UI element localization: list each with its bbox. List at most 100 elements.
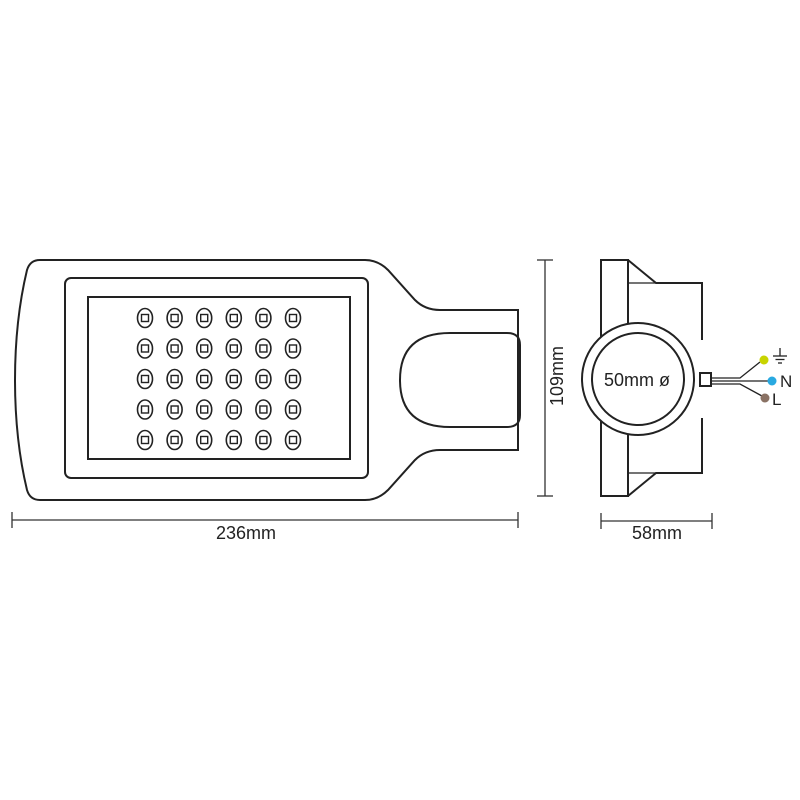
led-chip: [229, 344, 239, 353]
led-chip: [288, 374, 298, 384]
housing-outline: [13, 259, 519, 501]
led-chip: [288, 405, 298, 414]
led: [166, 368, 183, 390]
led: [136, 338, 154, 359]
led: [166, 307, 183, 329]
live-wire-dot: [760, 393, 770, 403]
led-lens: [195, 399, 213, 420]
led-chip: [288, 313, 298, 323]
arm-knuckle: [398, 332, 521, 428]
led: [195, 338, 213, 359]
led: [255, 429, 272, 451]
led: [225, 368, 243, 390]
led-lens: [195, 368, 213, 390]
led: [225, 307, 243, 329]
led-chip: [199, 435, 209, 445]
mount-label: 50mm ø: [604, 370, 670, 390]
led-lens: [225, 399, 243, 420]
earth-symbol-icon: [773, 348, 787, 364]
led: [136, 307, 154, 329]
led-lens: [136, 307, 154, 329]
led-lens: [225, 338, 243, 359]
led-lens: [166, 307, 183, 329]
neutral-label: N: [780, 372, 792, 391]
led: [255, 307, 272, 329]
lens-frame: [64, 277, 369, 479]
led-chip: [199, 313, 209, 323]
depth-label: 58mm: [632, 523, 682, 543]
led-chip: [140, 313, 150, 323]
front-view: [13, 259, 521, 501]
led-lens: [136, 338, 154, 359]
cable-gland: [699, 372, 712, 387]
led: [136, 368, 154, 390]
led-lens: [166, 399, 183, 420]
led: [225, 429, 243, 451]
led-lens: [284, 429, 302, 451]
led: [284, 338, 302, 359]
led-lens: [195, 429, 213, 451]
led-chip: [229, 405, 239, 414]
led: [284, 399, 302, 420]
side-upper-body: [627, 259, 703, 340]
led-lens: [136, 399, 154, 420]
wire-bundle: [711, 361, 768, 397]
led-chip: [199, 344, 209, 353]
led-lens: [284, 307, 302, 329]
led-lens: [225, 368, 243, 390]
led: [166, 399, 183, 420]
led-lens: [284, 399, 302, 420]
led-chip: [229, 374, 239, 384]
led-chip: [140, 405, 150, 414]
mount-ring-inner: [591, 332, 685, 426]
led-chip: [170, 313, 179, 323]
led: [284, 307, 302, 329]
side-lower-body: [627, 418, 703, 497]
earth-wire-dot: [759, 355, 769, 365]
led-chip: [288, 344, 298, 353]
led-lens: [255, 338, 272, 359]
led-chip: [229, 435, 239, 445]
led-chip: [288, 435, 298, 445]
neutral-wire-dot: [767, 376, 777, 386]
led-chip: [170, 405, 179, 414]
led-chip: [199, 374, 209, 384]
led: [284, 429, 302, 451]
led-lens: [136, 368, 154, 390]
led-chip: [170, 344, 179, 353]
led: [255, 399, 272, 420]
led-lens: [225, 307, 243, 329]
led: [255, 338, 272, 359]
led: [225, 399, 243, 420]
led-chip: [140, 344, 150, 353]
led-lens: [166, 368, 183, 390]
led-lens: [284, 338, 302, 359]
led-chip: [140, 374, 150, 384]
led: [195, 399, 213, 420]
led-lens: [225, 429, 243, 451]
depth-dimension: 58mm: [600, 513, 713, 543]
led: [284, 368, 302, 390]
mount-ring-outer: [581, 322, 695, 436]
led-lens: [255, 429, 272, 451]
led-chip: [170, 435, 179, 445]
led-chip: [140, 435, 150, 445]
led-lens: [195, 307, 213, 329]
led: [136, 399, 154, 420]
led-grid: [136, 307, 302, 451]
led: [225, 338, 243, 359]
led-lens: [255, 307, 272, 329]
live-label: L: [772, 390, 781, 409]
led: [166, 338, 183, 359]
led: [195, 307, 213, 329]
led: [255, 368, 272, 390]
led-lens: [255, 368, 272, 390]
led-lens: [255, 399, 272, 420]
led-lens: [284, 368, 302, 390]
led: [166, 429, 183, 451]
led: [195, 429, 213, 451]
led-chip: [229, 313, 239, 323]
led: [195, 368, 213, 390]
